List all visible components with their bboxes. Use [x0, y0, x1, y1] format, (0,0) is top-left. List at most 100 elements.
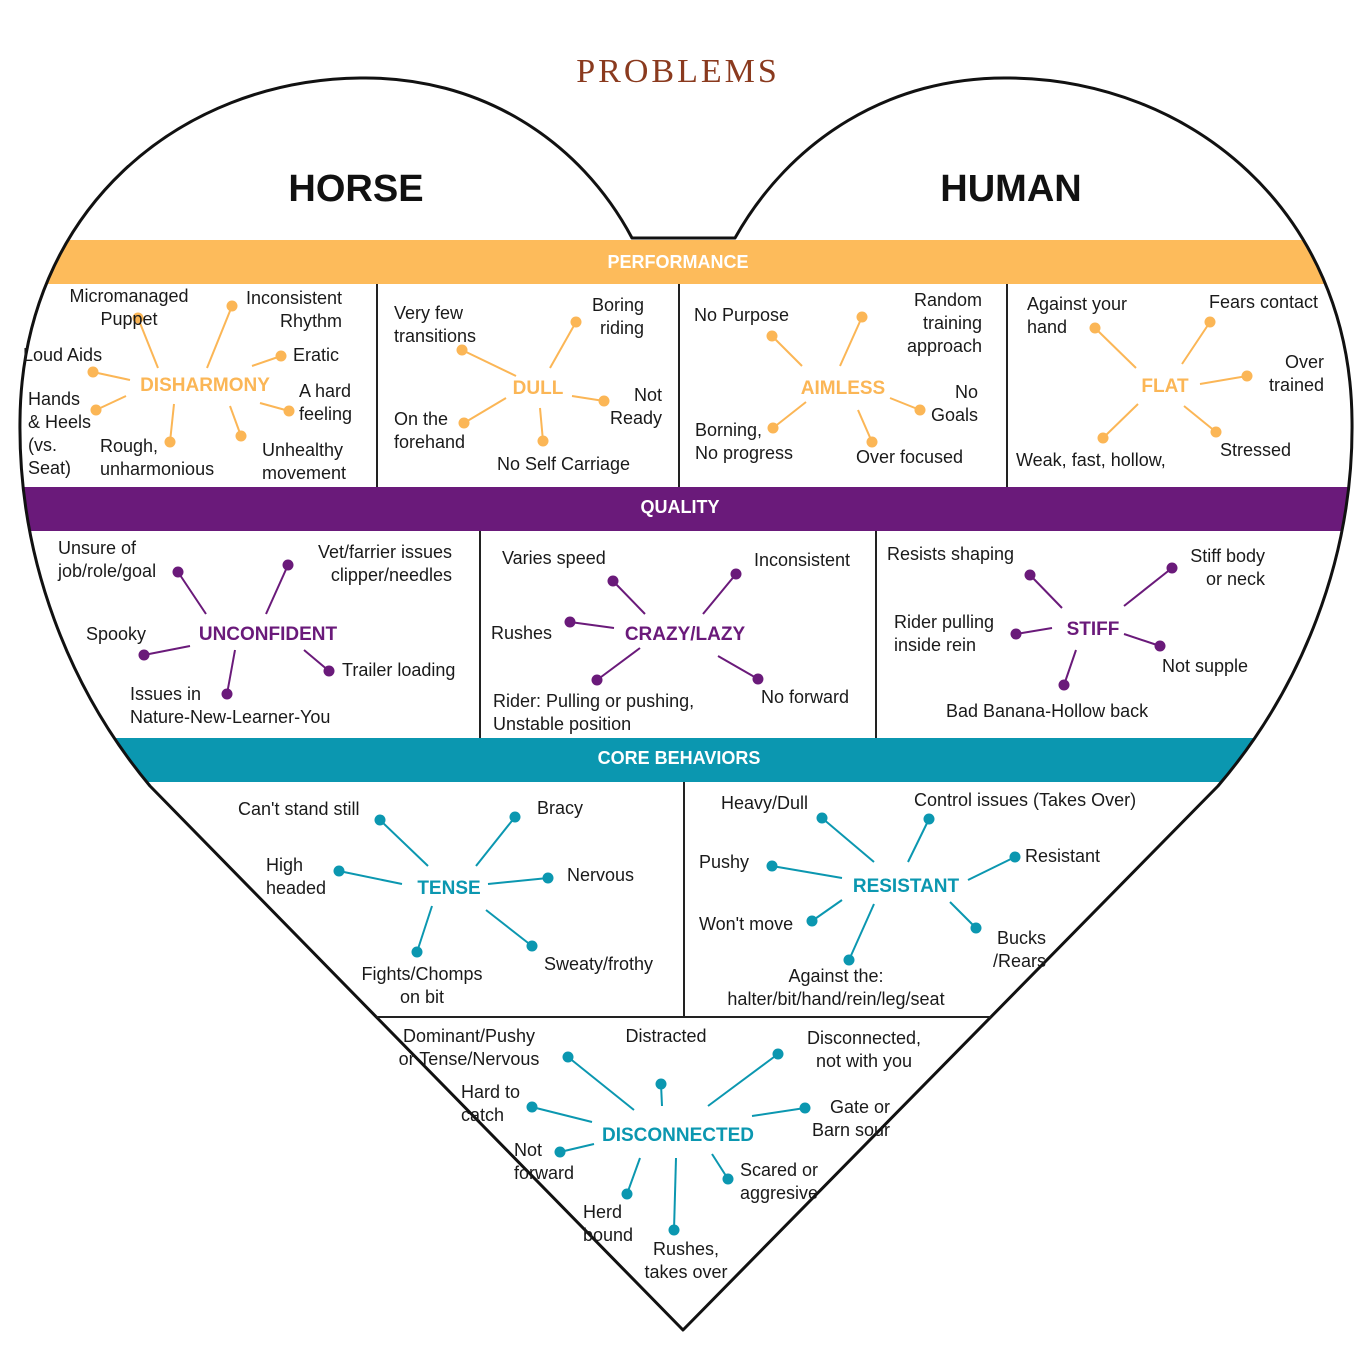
stiff-dot [1058, 679, 1070, 691]
tense-dot [509, 811, 521, 823]
crazy-hub-label: CRAZY/LAZY [625, 624, 746, 645]
aimless-dot [856, 311, 868, 323]
disconnected-item-label: Disconnected,not with you [807, 1028, 921, 1071]
crazy-dot [591, 674, 603, 686]
unconfident-item-label: Trailer loading [342, 660, 455, 680]
unconfident-dot [282, 559, 294, 571]
resistant-connector [848, 903, 875, 961]
disconnected-dot [772, 1048, 784, 1060]
unconfident-hub-label: UNCONFIDENT [199, 624, 338, 645]
dull-dot [598, 395, 610, 407]
disharmony-dot [226, 300, 238, 312]
crazy-dot [564, 616, 576, 628]
aimless-item-label: Borning,No progress [695, 420, 793, 463]
aimless-item-label: Over focused [856, 447, 963, 467]
disconnected-dot [668, 1224, 680, 1236]
page-title: PROBLEMS [576, 53, 780, 90]
column-head-human: HUMAN [940, 168, 1081, 210]
resistant-connector [821, 817, 875, 863]
disharmony-item-label: Eratic [293, 345, 339, 365]
tense-item-label: Nervous [567, 865, 634, 885]
dull-dot [570, 316, 582, 328]
unconfident-connector [143, 645, 191, 656]
stiff-connector [1123, 567, 1173, 607]
flat-dot [1097, 432, 1109, 444]
disconnected-connector [567, 1056, 635, 1111]
band-title-quality: QUALITY [641, 497, 720, 517]
resistant-item-label: Heavy/Dull [721, 793, 808, 813]
flat-connector [1183, 405, 1217, 433]
dull-dot [537, 435, 549, 447]
stiff-dot [1024, 569, 1036, 581]
disharmony-connector [95, 395, 127, 411]
disconnected-dot [799, 1102, 811, 1114]
tense-dot [374, 814, 386, 826]
aimless-dot [766, 330, 778, 342]
resistant-hub-label: RESISTANT [853, 876, 960, 897]
aimless-connector [839, 316, 863, 367]
crazy-connector [702, 573, 737, 615]
disconnected-item-label: Distracted [625, 1026, 706, 1046]
aimless-connector [857, 409, 873, 443]
disconnected-dot [526, 1101, 538, 1113]
stiff-connector [1123, 633, 1161, 647]
stiff-item-label: Resists shaping [887, 544, 1014, 564]
tense-connector [485, 909, 533, 947]
crazy-item-label: Rider: Pulling or pushing,Unstable posit… [493, 691, 694, 734]
dull-connector [463, 397, 507, 424]
aimless-item-label: No Purpose [694, 305, 789, 325]
resistant-item-label: Control issues (Takes Over) [914, 790, 1136, 810]
disharmony-connector [92, 371, 131, 381]
stiff-dot [1154, 640, 1166, 652]
crazy-item-label: Rushes [491, 623, 552, 643]
resistant-connector [907, 818, 930, 863]
crazy-dot [607, 575, 619, 587]
unconfident-dot [221, 688, 233, 700]
dull-hub-label: DULL [513, 378, 564, 399]
aimless-dot [866, 436, 878, 448]
unconfident-connector [226, 649, 236, 695]
stiff-connector [1063, 649, 1077, 686]
band-title-core-behaviors: CORE BEHAVIORS [598, 748, 761, 768]
dull-item-label: No Self Carriage [497, 454, 630, 474]
tense-connector [338, 870, 403, 885]
column-head-horse: HORSE [288, 168, 423, 210]
flat-connector [1094, 327, 1137, 369]
disconnected-dot [655, 1078, 667, 1090]
aimless-connector [771, 335, 803, 367]
resistant-connector [811, 899, 843, 922]
aimless-dot [767, 422, 779, 434]
tense-dot [542, 872, 554, 884]
dull-connector [461, 349, 517, 377]
disconnected-dot [554, 1146, 566, 1158]
tense-item-label: Sweaty/frothy [544, 954, 653, 974]
flat-connector [1199, 375, 1248, 385]
disconnected-dot [722, 1173, 734, 1185]
stiff-connector [1015, 627, 1053, 635]
disharmony-dot [275, 350, 287, 362]
stiff-item-label: Not supple [1162, 656, 1248, 676]
disconnected-connector [531, 1106, 593, 1123]
aimless-connector [772, 401, 807, 429]
dull-connector [539, 407, 544, 442]
crazy-item-label: Varies speed [502, 548, 606, 568]
unconfident-connector [177, 571, 207, 615]
crazy-connector [717, 655, 759, 680]
